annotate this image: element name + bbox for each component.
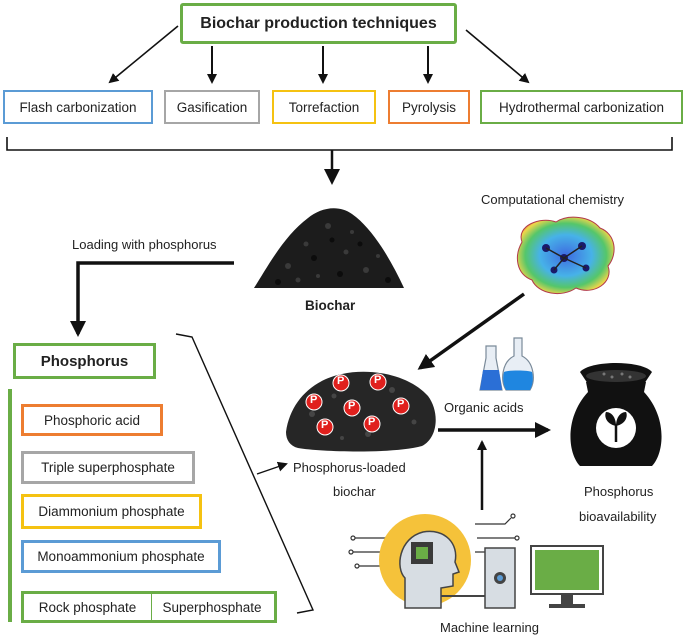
machine-learning-label: Machine learning bbox=[440, 620, 540, 635]
organic-acids-label: Organic acids bbox=[444, 400, 524, 415]
p-marker: P bbox=[321, 419, 329, 431]
p-marker: P bbox=[310, 394, 318, 406]
sources-bracket bbox=[175, 333, 314, 614]
source-label: Diammonium phosphate bbox=[38, 504, 185, 519]
biochar-label: Biochar bbox=[305, 298, 356, 313]
technique-pyrolysis: Pyrolysis bbox=[388, 90, 470, 124]
fertilizer-bag-icon bbox=[570, 363, 662, 466]
techniques-bracket bbox=[6, 137, 673, 151]
source-label: Phosphoric acid bbox=[43, 412, 141, 428]
source-rock-superphosphate-box: Rock phosphate Superphosphate bbox=[21, 591, 277, 623]
technique-label: Pyrolysis bbox=[401, 99, 456, 115]
bioavailability-line1: Phosphorus bbox=[584, 484, 654, 499]
loading-arrow bbox=[70, 261, 234, 337]
title-box: Biochar production techniques bbox=[180, 3, 457, 44]
source-triple-superphosphate: Triple superphosphate bbox=[21, 451, 195, 484]
p-marker: P bbox=[368, 416, 376, 428]
arrow-to-hydrothermal bbox=[465, 29, 530, 84]
technique-gasification: Gasification bbox=[164, 90, 260, 124]
loaded-label-line2: biochar bbox=[333, 484, 376, 499]
technique-torrefaction: Torrefaction bbox=[272, 90, 376, 124]
source-divider bbox=[151, 594, 152, 620]
computational-chemistry-label: Computational chemistry bbox=[481, 192, 625, 207]
source-diammonium-phosphate: Diammonium phosphate bbox=[21, 494, 202, 529]
source-superphosphate: Superphosphate bbox=[162, 599, 262, 615]
biochar-pile-image bbox=[254, 208, 404, 288]
technique-label: Gasification bbox=[176, 99, 248, 115]
machine-learning-illustration bbox=[348, 513, 604, 609]
source-rock-phosphate: Rock phosphate bbox=[38, 599, 137, 615]
loaded-biochar-image bbox=[286, 371, 436, 452]
technique-label: Torrefaction bbox=[288, 99, 360, 115]
flasks-icon bbox=[479, 337, 534, 391]
source-label: Monoammonium phosphate bbox=[37, 549, 205, 564]
bioavailability-line2: bioavailability bbox=[579, 509, 657, 524]
arrow-to-flash bbox=[108, 25, 179, 84]
loading-label: Loading with phosphorus bbox=[72, 237, 217, 252]
loaded-label-line1: Phosphorus-loaded bbox=[293, 460, 406, 475]
phosphorus-title: Phosphorus bbox=[40, 352, 129, 370]
title-text: Biochar production techniques bbox=[200, 14, 437, 32]
p-marker: P bbox=[397, 398, 405, 410]
source-monoammonium-phosphate: Monoammonium phosphate bbox=[21, 540, 221, 573]
molecule-surface-image bbox=[516, 216, 615, 295]
arrow-computational bbox=[417, 292, 526, 370]
source-phosphoric-acid: Phosphoric acid bbox=[21, 404, 163, 436]
phosphorus-title-box: Phosphorus bbox=[13, 343, 156, 379]
technique-label: Flash carbonization bbox=[19, 99, 137, 115]
technique-flash-carbonization: Flash carbonization bbox=[3, 90, 153, 124]
technique-hydrothermal-carbonization: Hydrothermal carbonization bbox=[480, 90, 683, 124]
p-marker: P bbox=[348, 400, 356, 412]
technique-label: Hydrothermal carbonization bbox=[498, 99, 665, 115]
p-marker: P bbox=[337, 375, 345, 387]
source-label: Triple superphosphate bbox=[41, 460, 175, 475]
arrow-to-loaded bbox=[256, 461, 288, 475]
p-marker: P bbox=[374, 374, 382, 386]
